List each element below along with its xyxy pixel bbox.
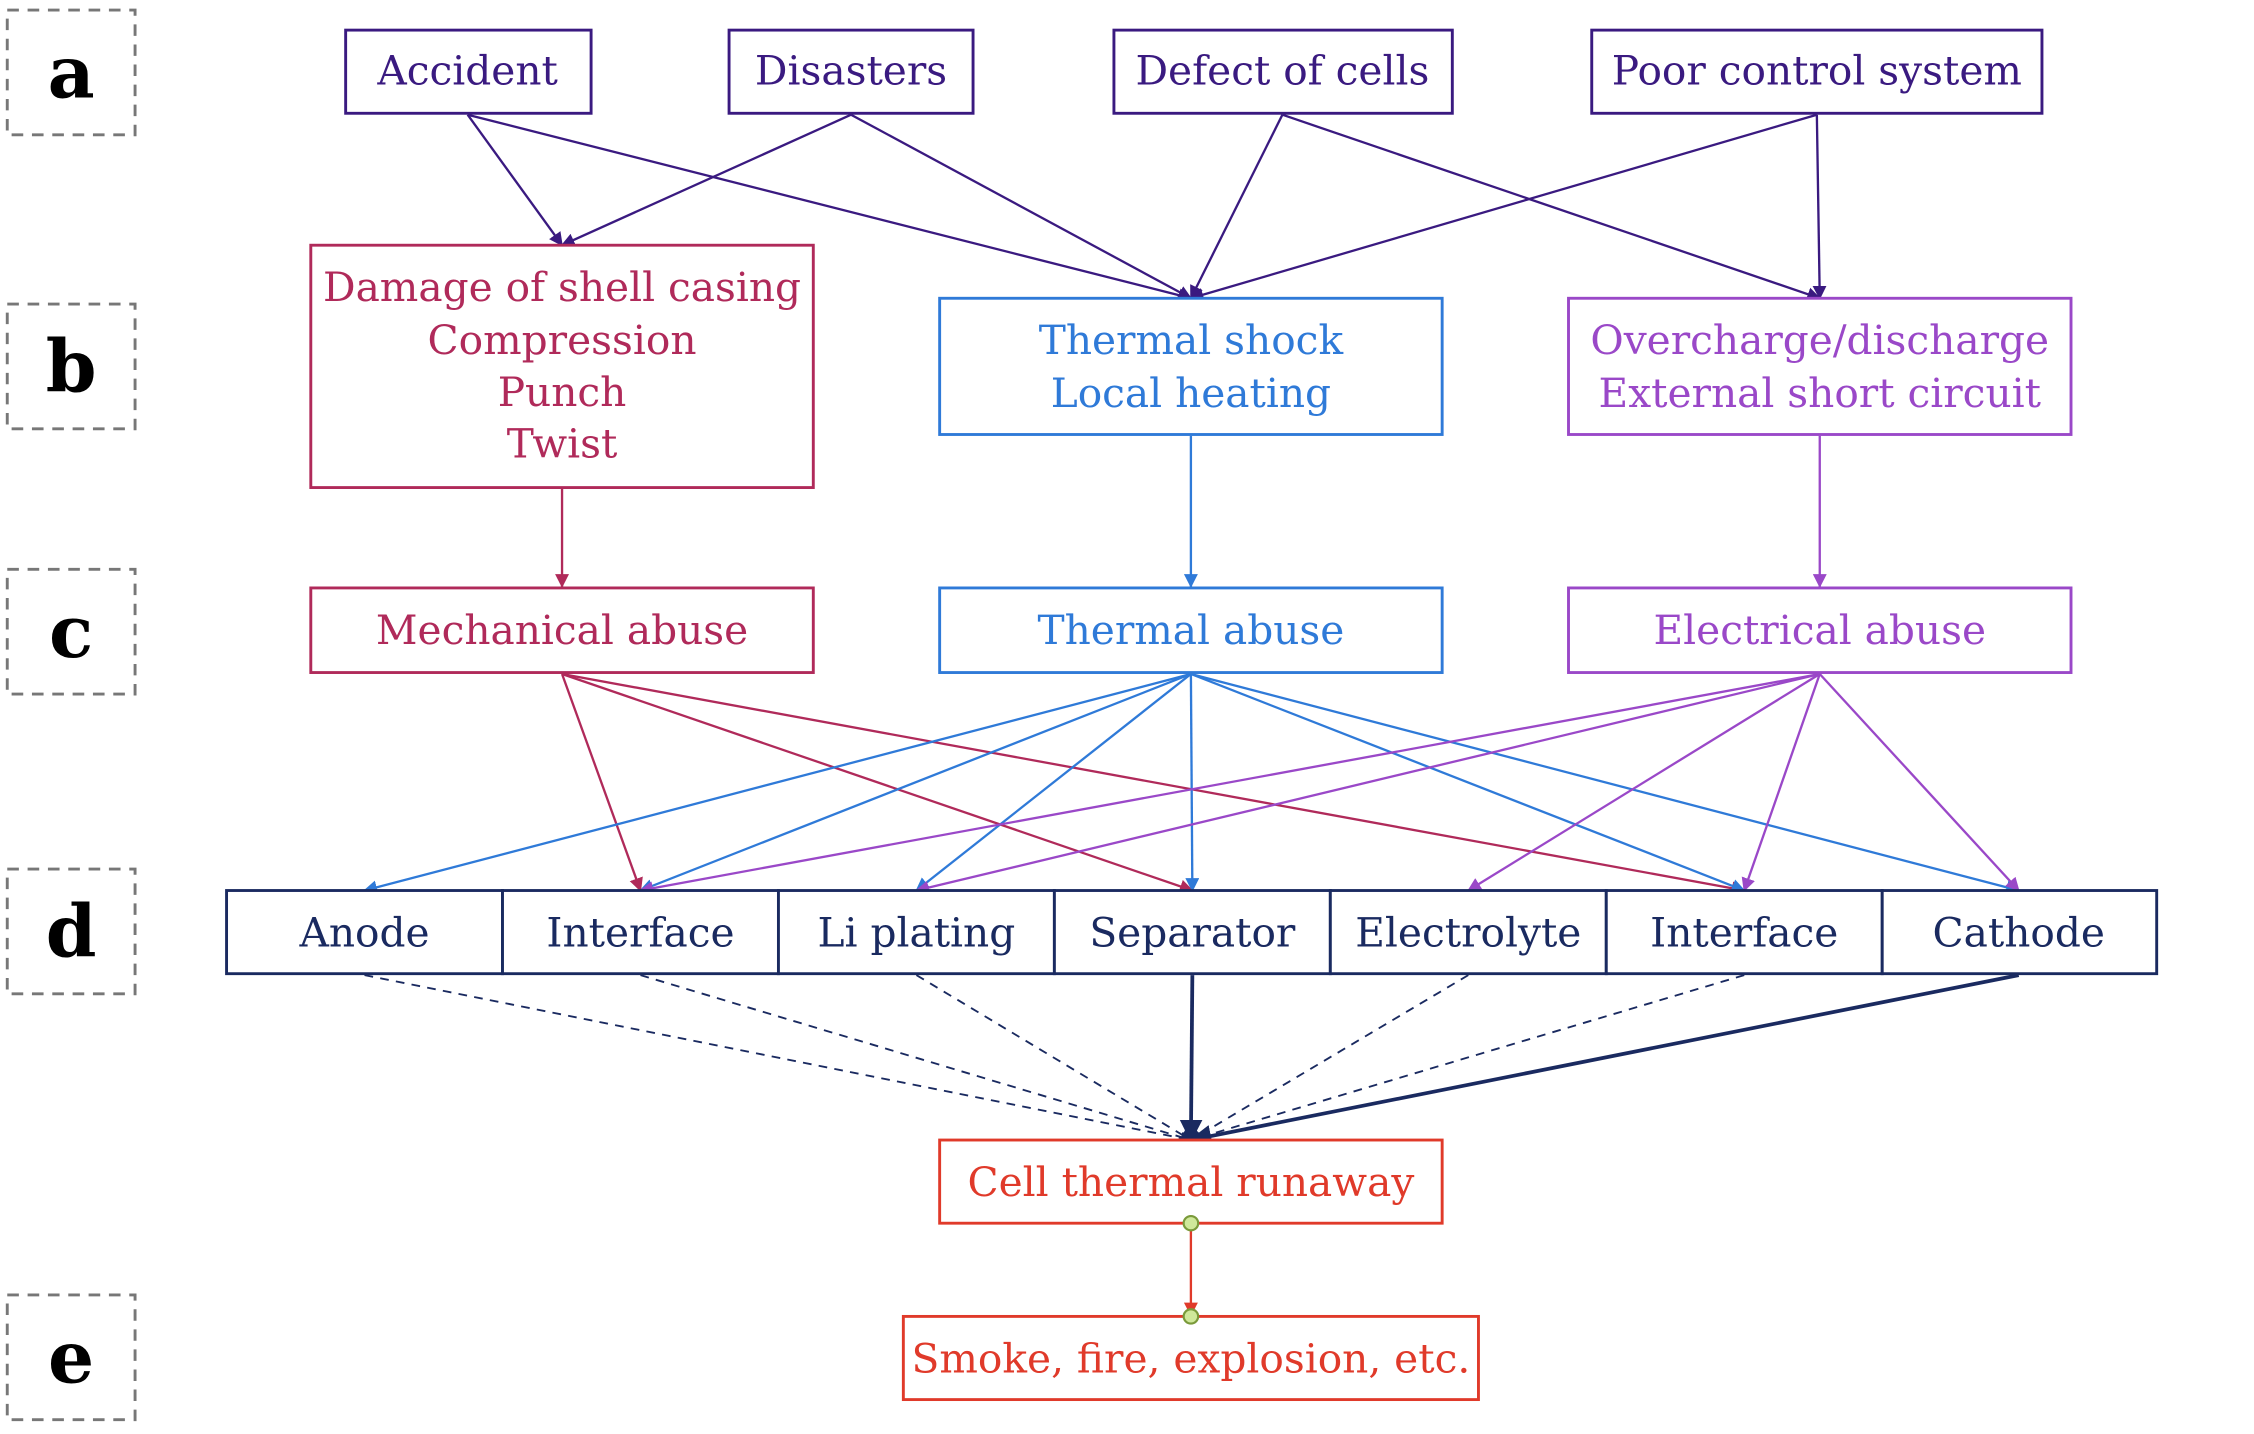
- mechanical-abuse-box: Mechanical abuse: [309, 586, 815, 674]
- connector-electrical-abuse-to-component-5: [1741, 673, 1821, 892]
- component-interface-anode-label: Interface: [546, 909, 734, 957]
- connector-thermal-abuse-to-component-6: [1190, 672, 2021, 894]
- row-label-b-text: b: [46, 325, 97, 409]
- connector-thermal-abuse-to-component-5: [1190, 672, 1746, 893]
- connector-component-2-to-runaway: [915, 974, 1192, 1141]
- connector-poor-control-to-electrical: [1812, 114, 1827, 300]
- connector-disasters-to-mechanical: [560, 113, 852, 247]
- cause-label-accident: Accident: [376, 47, 557, 95]
- connector-component-6-to-runaway: [1188, 973, 2020, 1148]
- mechanism-local-heating: Local heating: [1051, 369, 1331, 417]
- cause-label-defect-of-cells: Defect of cells: [1135, 47, 1429, 95]
- connector-mechanical-abuse-to-component-5: [561, 672, 1746, 896]
- connector-electrical-abuse-to-component-2: [915, 672, 1821, 895]
- connector-defect-to-thermal: [1189, 114, 1284, 300]
- runaway-label: Cell thermal runaway: [968, 1158, 1415, 1206]
- thermal-abuse-label: Thermal abuse: [1037, 606, 1344, 654]
- cause-label-poor-control-system: Poor control system: [1612, 47, 2022, 95]
- component-electrolyte-label: Electrolyte: [1355, 909, 1581, 957]
- connector-electrical-abuse-to-component-6: [1818, 673, 2020, 892]
- row-label-e-text: e: [48, 1316, 94, 1400]
- connector-thermal-abuse-to-component-2: [915, 673, 1192, 892]
- connector-electrical-abuse-to-component-4: [1467, 673, 1821, 892]
- connector-component-3-to-runaway: [1179, 975, 1203, 1143]
- cause-box-accident: Accident: [344, 28, 593, 115]
- mechanism-twist: Twist: [507, 420, 618, 468]
- electrical-mechanisms-box: Overcharge/discharge External short circ…: [1567, 296, 2073, 436]
- component-separator-label: Separator: [1089, 909, 1296, 957]
- abuse-row: Mechanical abuse Thermal abuse Electrica…: [309, 586, 2073, 674]
- component-li-plating: Li plating: [776, 889, 1056, 976]
- mechanism-shell-casing: Damage of shell casing: [323, 263, 801, 311]
- cause-box-defect-of-cells: Defect of cells: [1112, 28, 1454, 115]
- consequence-box: Smoke, fire, explosion, etc.: [901, 1314, 1480, 1402]
- mechanism-thermal-shock: Thermal shock: [1039, 316, 1344, 364]
- joint-dot-top: [1182, 1214, 1200, 1232]
- row-label-d: d: [5, 867, 137, 996]
- row-label-c: c: [5, 567, 137, 696]
- component-cathode: Cathode: [1880, 889, 2159, 976]
- connector-electrical-abuse-to-component-1: [639, 672, 1820, 896]
- components-row: Anode Interface Li plating Separator Ele…: [225, 889, 2159, 976]
- connector-thermal-abuse-to-component-1: [639, 672, 1192, 893]
- electrical-abuse-box: Electrical abuse: [1567, 586, 2073, 674]
- row-label-b: b: [5, 302, 137, 431]
- component-separator: Separator: [1052, 889, 1332, 976]
- connector-mechanical-abuse-to-component-1: [560, 673, 643, 892]
- component-anode: Anode: [225, 889, 504, 976]
- consequence-label: Smoke, fire, explosion, etc.: [912, 1335, 1471, 1383]
- component-interface-cathode: Interface: [1604, 889, 1884, 976]
- connector-mechanical-abuse-to-component-3: [561, 672, 1194, 893]
- connector-component-0-to-runaway: [364, 974, 1193, 1144]
- row-label-d-text: d: [46, 890, 97, 974]
- connectors: [363, 113, 2021, 1317]
- cause-box-disasters: Disasters: [727, 28, 975, 115]
- connector-defect-to-electrical: [1282, 113, 1822, 301]
- component-electrolyte: Electrolyte: [1328, 889, 1608, 976]
- connector-accident-to-mechanical: [466, 114, 563, 247]
- connector-component-5-to-runaway: [1189, 974, 1745, 1143]
- row-label-e: e: [5, 1293, 137, 1422]
- causes-row: Accident Disasters Defect of cells Poor …: [344, 28, 2044, 115]
- thermal-abuse-box: Thermal abuse: [938, 586, 1444, 674]
- mechanisms-row: Damage of shell casing Compression Punch…: [309, 243, 2073, 489]
- mechanism-external-short: External short circuit: [1599, 369, 2041, 417]
- component-li-plating-label: Li plating: [818, 909, 1016, 957]
- connector-thermal-abuse-to-component-0: [363, 672, 1192, 894]
- component-anode-label: Anode: [298, 909, 429, 957]
- row-label-c-text: c: [49, 590, 93, 674]
- mechanical-abuse-label: Mechanical abuse: [376, 606, 748, 654]
- runaway-box: Cell thermal runaway: [938, 1138, 1444, 1225]
- connector-component-4-to-runaway: [1189, 974, 1469, 1141]
- joint-dot-bottom: [1182, 1308, 1200, 1325]
- row-label-a-text: a: [48, 31, 95, 115]
- connector-accident-to-thermal: [467, 113, 1193, 302]
- component-interface-anode: Interface: [501, 889, 780, 976]
- connector-thermal-abuse-to-component-3: [1185, 673, 1200, 892]
- mechanism-compression: Compression: [428, 316, 697, 364]
- row-label-a: a: [5, 8, 137, 137]
- thermal-mechanisms-box: Thermal shock Local heating: [938, 296, 1444, 436]
- mechanism-punch: Punch: [498, 368, 627, 416]
- connector-poor-control-to-thermal: [1189, 113, 1818, 302]
- component-cathode-label: Cathode: [1933, 909, 2105, 957]
- electrical-abuse-label: Electrical abuse: [1653, 606, 1986, 654]
- component-interface-cathode-label: Interface: [1650, 909, 1838, 957]
- row-labels: a b c d e: [5, 8, 137, 1422]
- mechanism-overcharge: Overcharge/discharge: [1590, 316, 2049, 364]
- cause-box-poor-control-system: Poor control system: [1590, 28, 2044, 115]
- connector-disasters-to-thermal: [850, 113, 1193, 300]
- mechanical-mechanisms-box: Damage of shell casing Compression Punch…: [309, 243, 815, 489]
- connector-component-1-to-runaway: [640, 974, 1192, 1143]
- cause-label-disasters: Disasters: [755, 47, 947, 95]
